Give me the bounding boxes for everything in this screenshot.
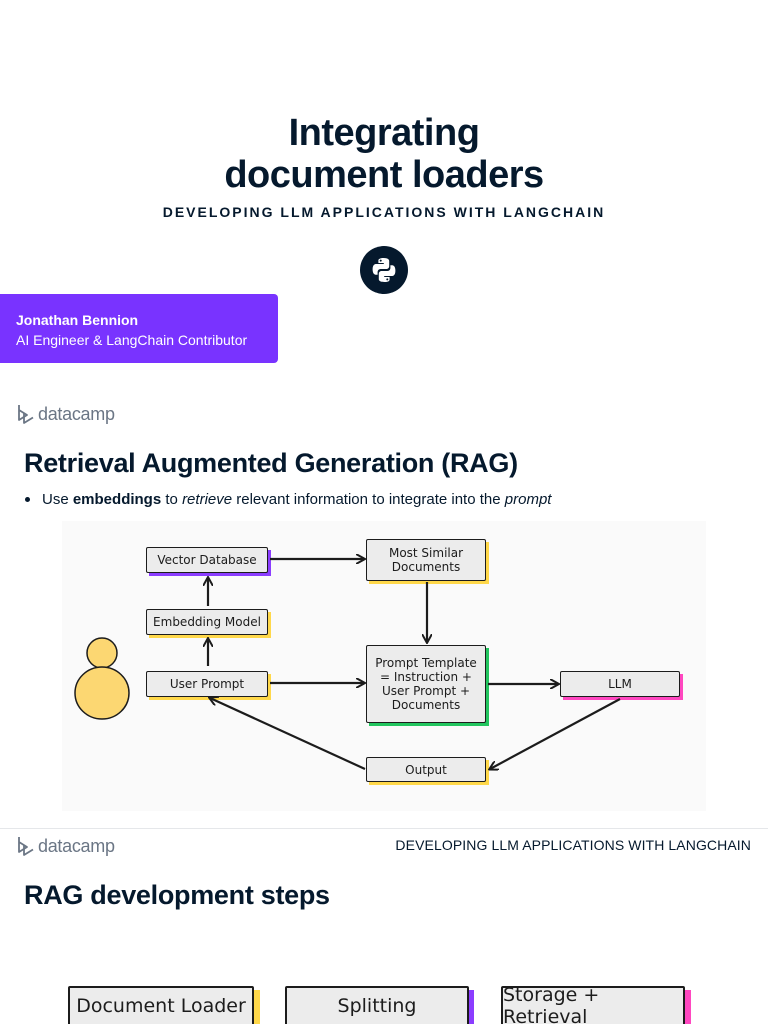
node-prompt-template-label-4: Documents bbox=[391, 698, 461, 712]
node-vector-database-label: Vector Database bbox=[157, 553, 257, 567]
course-name: DEVELOPING LLM APPLICATIONS WITH LANGCHA… bbox=[162, 204, 606, 220]
node-most-similar-label-1: Most Similar bbox=[388, 546, 464, 560]
datacamp-logo-text: datacamp bbox=[38, 403, 115, 424]
step-document-loader-label: Document Loader bbox=[76, 995, 246, 1017]
python-icon bbox=[360, 246, 408, 294]
datacamp-mark-icon bbox=[18, 405, 34, 424]
node-most-similar-label-2: Documents bbox=[391, 560, 461, 574]
slide-divider bbox=[0, 828, 768, 829]
bullet-text: Use embeddings to retrieve relevant info… bbox=[42, 491, 551, 508]
datacamp-logo-text: datacamp bbox=[38, 835, 115, 856]
slide-title-line1: Integrating bbox=[288, 112, 480, 154]
node-embedding-model: Embedding Model bbox=[146, 609, 268, 635]
slide-title-line2: document loaders bbox=[224, 154, 544, 196]
rag-diagram: Vector Database Embedding Model User Pro… bbox=[62, 521, 706, 811]
node-user-prompt-label: User Prompt bbox=[169, 677, 245, 691]
node-vector-database: Vector Database bbox=[146, 547, 268, 573]
bullet-dot bbox=[25, 497, 30, 502]
node-llm-label: LLM bbox=[608, 677, 632, 691]
arrow-output-to-user bbox=[210, 698, 366, 771]
node-llm: LLM bbox=[560, 671, 680, 697]
step-splitting-label: Splitting bbox=[337, 995, 417, 1017]
bullet-italic-retrieve: retrieve bbox=[182, 491, 233, 508]
person-body-icon bbox=[74, 666, 130, 720]
node-user-prompt: User Prompt bbox=[146, 671, 268, 697]
datacamp-mark-icon bbox=[18, 837, 34, 856]
bullet-mid2: relevant information to integrate into t… bbox=[232, 491, 505, 508]
author-role: AI Engineer & LangChain Contributor bbox=[16, 332, 248, 348]
node-embedding-model-label: Embedding Model bbox=[153, 615, 261, 629]
bullet-mid: to bbox=[161, 491, 183, 508]
node-most-similar-documents: Most Similar Documents bbox=[366, 539, 486, 581]
datacamp-logo: datacamp bbox=[16, 402, 115, 426]
course-header: DEVELOPING LLM APPLICATIONS WITH LANGCHA… bbox=[395, 837, 751, 853]
bullet-prefix: Use bbox=[42, 491, 73, 508]
step-storage-retrieval-label: Storage + Retrieval bbox=[503, 984, 600, 1024]
arrow-llm-to-output bbox=[490, 698, 621, 769]
step-storage-retrieval: Storage + Retrieval bbox=[501, 984, 685, 1024]
person-head-icon bbox=[86, 637, 118, 669]
author-name: Jonathan Bennion bbox=[16, 312, 139, 328]
node-prompt-template-label-1: Prompt Template bbox=[375, 656, 477, 670]
slide-title: Integrating document loaders bbox=[0, 112, 768, 196]
datacamp-logo-2: datacamp bbox=[16, 834, 115, 858]
node-prompt-template-label-2: = Instruction + bbox=[380, 670, 472, 684]
steps-heading: RAG development steps bbox=[24, 880, 330, 910]
step-document-loader: Document Loader bbox=[68, 986, 254, 1024]
node-prompt-template-label-3: User Prompt + bbox=[381, 684, 471, 698]
author-card: Jonathan Bennion AI Engineer & LangChain… bbox=[0, 294, 278, 363]
rag-heading: Retrieval Augmented Generation (RAG) bbox=[24, 448, 518, 478]
bullet-italic-prompt: prompt bbox=[504, 491, 552, 508]
rag-bullet: Use embeddings to retrieve relevant info… bbox=[24, 491, 551, 508]
node-prompt-template: Prompt Template = Instruction + User Pro… bbox=[366, 645, 486, 723]
bullet-bold-embeddings: embeddings bbox=[72, 491, 162, 508]
node-output-label: Output bbox=[405, 762, 447, 777]
node-output: Output bbox=[366, 757, 486, 782]
step-splitting: Splitting bbox=[285, 986, 469, 1024]
